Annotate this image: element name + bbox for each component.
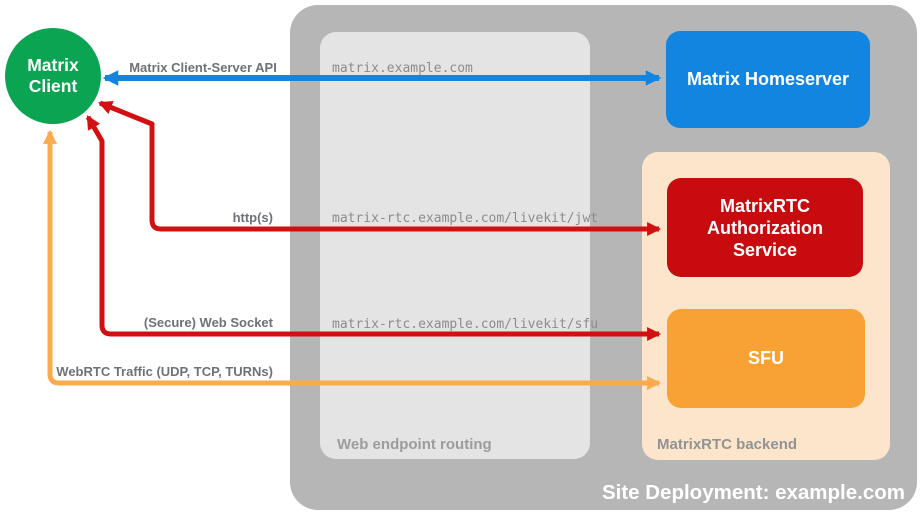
web-endpoint-routing-caption: Web endpoint routing [337,436,492,453]
web-endpoint-routing-panel [320,32,590,459]
sfu-label: SFU [748,348,784,368]
matrix-client-label: Matrix Client [27,55,79,96]
endpoint-matrix-example-com: matrix.example.com [332,61,473,76]
endpoint-livekit-jwt: matrix-rtc.example.com/livekit/jwt [332,211,599,226]
sfu-node: SFU [667,309,865,408]
matrixrtc-backend-caption: MatrixRTC backend [657,436,798,453]
webrtc-traffic-arrow-label: WebRTC Traffic (UDP, TCP, TURNs) [56,364,273,379]
matrix-homeserver-label: Matrix Homeserver [686,69,850,89]
endpoint-livekit-sfu: matrix-rtc.example.com/livekit/sfu [332,317,599,332]
matrix-homeserver-node: Matrix Homeserver [666,31,870,128]
websocket-arrow-label: (Secure) Web Socket [143,315,273,330]
matrixrtc-authorization-service-label: MatrixRTC Authorization Service [707,195,823,260]
matrixrtc-authorization-service-node: MatrixRTC Authorization Service [667,178,863,277]
client-server-api-arrow-label: Matrix Client-Server API [129,60,277,75]
site-deployment-caption: Site Deployment: example.com [601,481,905,504]
matrix-client-node: Matrix Client [5,28,101,124]
https-arrow-label: http(s) [232,210,273,225]
